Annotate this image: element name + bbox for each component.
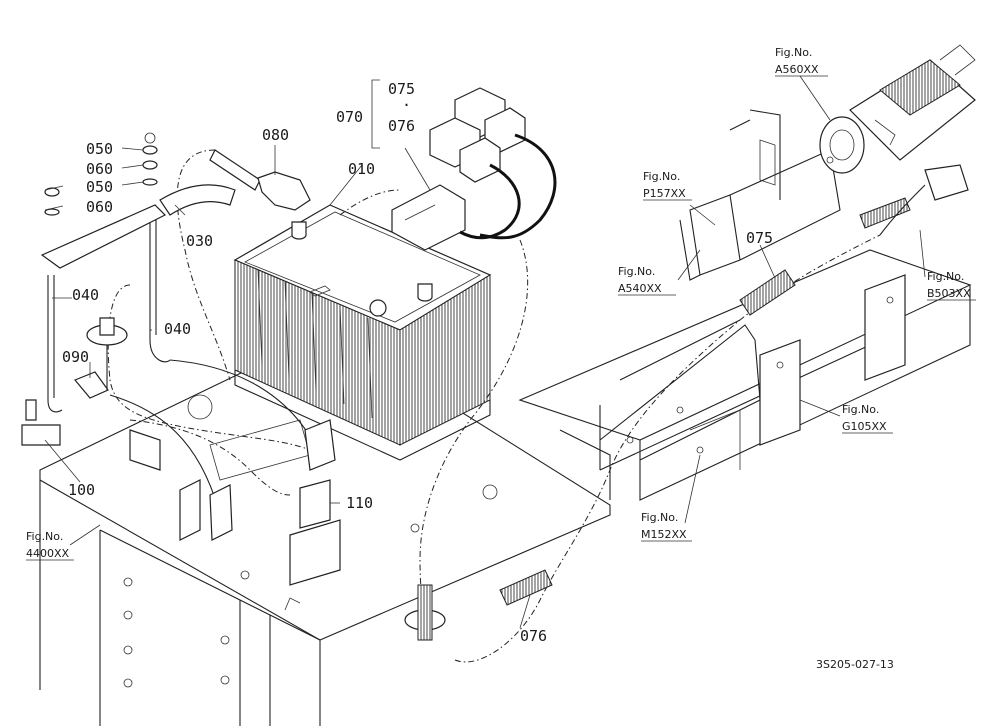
fig-label-g105: Fig.No. <box>842 403 879 416</box>
drawing-code: 3S205-027-13 <box>816 658 894 671</box>
harness-connector <box>391 87 557 251</box>
fig-label-a540: Fig.No. <box>618 265 655 278</box>
label-075-top: 075 <box>388 80 415 98</box>
fig-ref-4400: 4400XX <box>26 547 70 560</box>
battery <box>233 204 492 461</box>
frame-rails <box>518 249 972 501</box>
figure-refs: Fig.No. A560XX Fig.No. P157XX Fig.No. A5… <box>26 46 976 561</box>
starter-motor <box>819 44 976 174</box>
fig-label-m152: Fig.No. <box>641 511 678 524</box>
fig-ref-a560: A560XX <box>775 63 819 76</box>
fig-ref-b503: B503XX <box>927 287 971 300</box>
bracket-p157 <box>679 109 841 281</box>
fig-ref-g105: G105XX <box>842 420 887 433</box>
label-dot: · <box>402 96 411 114</box>
label-100: 100 <box>68 481 95 499</box>
fig-ref-m152: M152XX <box>641 528 687 541</box>
label-090: 090 <box>62 348 89 366</box>
label-076-bottom: 076 <box>520 627 547 645</box>
label-040-left: 040 <box>72 286 99 304</box>
label-076-top: 076 <box>388 117 415 135</box>
label-010: 010 <box>348 160 375 178</box>
label-110: 110 <box>346 494 373 512</box>
fig-label-a560: Fig.No. <box>775 46 812 59</box>
leader-lines <box>44 75 926 629</box>
fig-label-b503: Fig.No. <box>927 270 964 283</box>
label-050-bottom: 050 <box>86 178 113 196</box>
fig-ref-p157: P157XX <box>643 187 686 200</box>
label-075-right: 075 <box>746 229 773 247</box>
label-030: 030 <box>186 232 213 250</box>
label-060-top: 060 <box>86 160 113 178</box>
fig-label-p157: Fig.No. <box>643 170 680 183</box>
small-parts <box>21 132 969 641</box>
label-060-bottom: 060 <box>86 198 113 216</box>
label-050-top: 050 <box>86 140 113 158</box>
fig-ref-a540: A540XX <box>618 282 662 295</box>
part-labels: 070 075 076 080 010 050 060 050 060 030 … <box>62 80 773 645</box>
label-080: 080 <box>262 126 289 144</box>
label-040-right: 040 <box>164 320 191 338</box>
fig-label-4400: Fig.No. <box>26 530 63 543</box>
label-070: 070 <box>336 108 363 126</box>
